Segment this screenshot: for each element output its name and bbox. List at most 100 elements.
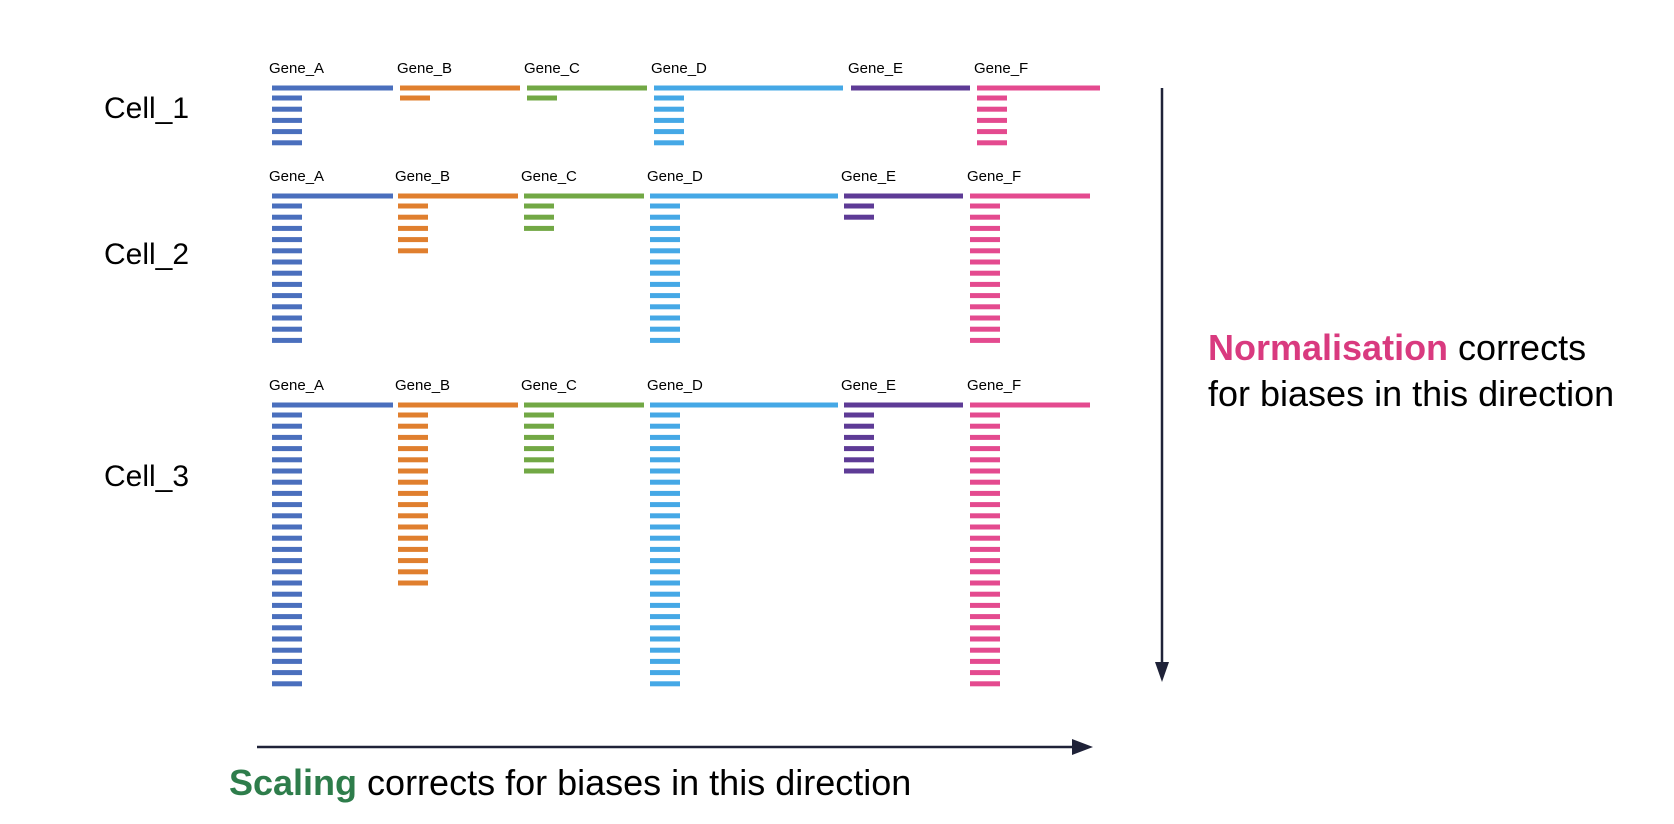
- count-tick: [272, 546, 302, 552]
- count-tick: [977, 140, 1007, 146]
- count-tick: [970, 658, 1000, 664]
- count-tick: [398, 513, 428, 519]
- count-tick: [970, 625, 1000, 631]
- gene-label-cell1-gene_f: Gene_F: [974, 60, 1028, 77]
- count-tick: [272, 457, 302, 463]
- count-tick: [524, 434, 554, 440]
- gene-label-cell1-gene_b: Gene_B: [397, 60, 452, 77]
- gene-label-cell2-gene_c: Gene_C: [521, 168, 577, 185]
- count-tick: [650, 479, 680, 485]
- count-tick: [272, 535, 302, 541]
- count-tick: [272, 117, 302, 123]
- gene-line-cell3-gene_d: [650, 402, 838, 408]
- count-tick: [970, 293, 1000, 299]
- count-tick: [970, 457, 1000, 463]
- count-tick: [650, 647, 680, 653]
- count-tick: [650, 524, 680, 530]
- count-tick: [650, 304, 680, 310]
- count-tick: [650, 502, 680, 508]
- count-tick: [654, 117, 684, 123]
- count-tick: [650, 293, 680, 299]
- count-tick: [650, 513, 680, 519]
- count-tick: [844, 434, 874, 440]
- count-tick: [970, 259, 1000, 265]
- gene-label-cell2-gene_b: Gene_B: [395, 168, 450, 185]
- count-tick: [844, 457, 874, 463]
- normalisation-caption: Normalisation corrects for biases in thi…: [1208, 325, 1614, 417]
- count-tick: [272, 129, 302, 135]
- gene-label-cell2-gene_f: Gene_F: [967, 168, 1021, 185]
- count-tick: [272, 446, 302, 452]
- count-tick: [272, 259, 302, 265]
- count-tick: [970, 203, 1000, 209]
- count-tick: [272, 225, 302, 231]
- count-tick: [400, 95, 430, 101]
- scaling-rest: corrects for biases in this direction: [357, 762, 912, 803]
- count-tick: [272, 293, 302, 299]
- cell-label-3: Cell_3: [104, 460, 190, 493]
- gene-label-cell2-gene_d: Gene_D: [647, 168, 703, 185]
- count-tick: [272, 281, 302, 287]
- count-tick: [650, 457, 680, 463]
- count-tick: [970, 446, 1000, 452]
- count-tick: [272, 569, 302, 575]
- count-tick: [970, 281, 1000, 287]
- count-tick: [650, 214, 680, 220]
- down-arrow-head-icon: [1155, 662, 1169, 682]
- count-tick: [970, 524, 1000, 530]
- count-tick: [970, 468, 1000, 474]
- count-tick: [398, 490, 428, 496]
- count-tick: [398, 468, 428, 474]
- count-tick: [272, 490, 302, 496]
- gene-line-cell2-gene_a: [272, 193, 393, 199]
- gene-label-cell1-gene_d: Gene_D: [651, 60, 707, 77]
- count-tick: [970, 337, 1000, 343]
- count-tick: [272, 670, 302, 676]
- count-tick: [650, 225, 680, 231]
- count-tick: [524, 412, 554, 418]
- count-tick: [272, 479, 302, 485]
- count-tick: [272, 681, 302, 687]
- cell-label-2: Cell_2: [104, 238, 190, 271]
- count-tick: [970, 423, 1000, 429]
- cell-label-1: Cell_1: [104, 92, 190, 125]
- count-tick: [398, 546, 428, 552]
- count-tick: [272, 614, 302, 620]
- count-tick: [272, 106, 302, 112]
- gene-line-cell1-gene_a: [272, 85, 393, 91]
- count-tick: [650, 546, 680, 552]
- count-tick: [398, 569, 428, 575]
- count-tick: [650, 614, 680, 620]
- count-tick: [977, 117, 1007, 123]
- count-tick: [650, 636, 680, 642]
- count-tick: [970, 636, 1000, 642]
- count-tick: [272, 214, 302, 220]
- count-tick: [970, 502, 1000, 508]
- count-tick: [524, 214, 554, 220]
- gene-line-cell2-gene_b: [398, 193, 518, 199]
- count-tick: [650, 446, 680, 452]
- count-tick: [970, 580, 1000, 586]
- count-tick: [650, 625, 680, 631]
- count-tick: [272, 412, 302, 418]
- count-tick: [970, 248, 1000, 254]
- count-tick: [650, 434, 680, 440]
- count-tick: [977, 129, 1007, 135]
- count-tick: [650, 281, 680, 287]
- count-tick: [650, 237, 680, 243]
- count-tick: [398, 446, 428, 452]
- count-tick: [398, 524, 428, 530]
- count-tick: [970, 569, 1000, 575]
- count-tick: [654, 106, 684, 112]
- count-tick: [844, 423, 874, 429]
- count-tick: [970, 513, 1000, 519]
- count-tick: [272, 95, 302, 101]
- count-tick: [650, 315, 680, 321]
- gene-label-cell3-gene_b: Gene_B: [395, 377, 450, 394]
- count-tick: [844, 446, 874, 452]
- count-tick: [977, 95, 1007, 101]
- count-tick: [650, 558, 680, 564]
- count-tick: [650, 658, 680, 664]
